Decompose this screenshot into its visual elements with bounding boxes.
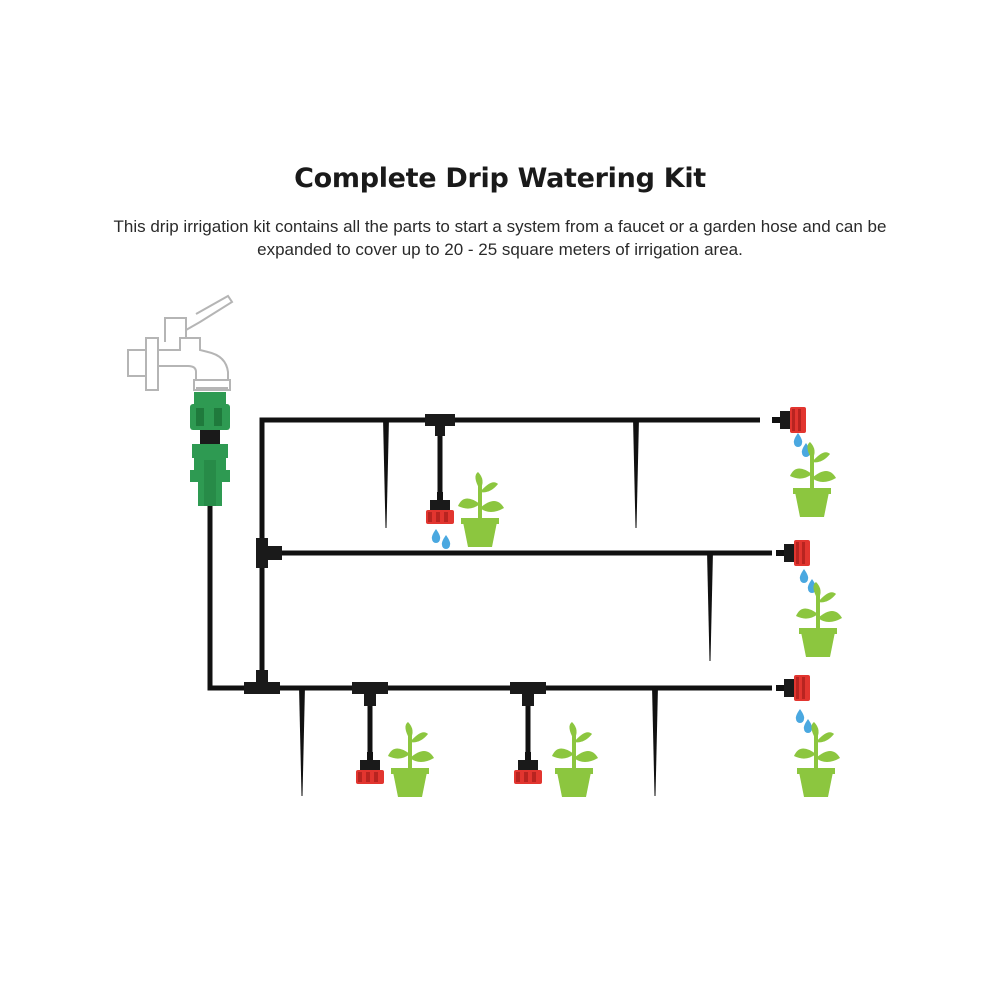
faucet-icon [127, 294, 234, 391]
tee-connector-icon [244, 414, 546, 706]
hose-connector-icon [190, 392, 230, 506]
potted-plant-icon [386, 440, 844, 799]
tubing [207, 417, 772, 752]
page-description: This drip irrigation kit contains all th… [113, 217, 887, 259]
stake-icon [299, 418, 713, 796]
page-title: Complete Drip Watering Kit [294, 163, 706, 194]
dripper-icon [356, 407, 810, 784]
